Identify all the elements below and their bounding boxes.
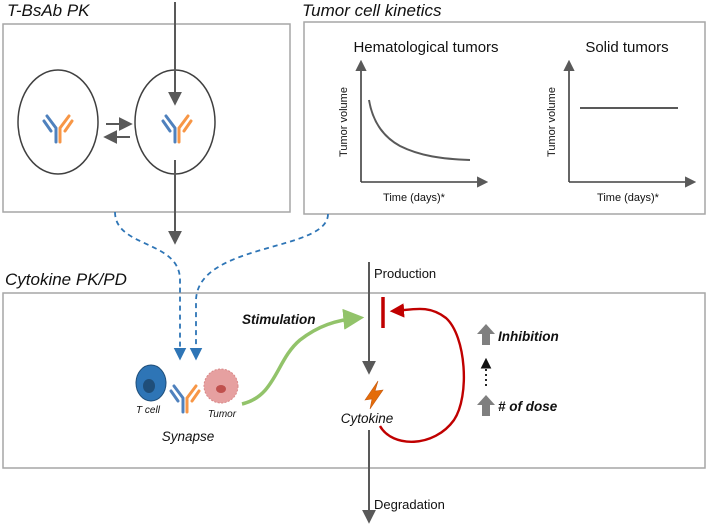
tumor-to-synapse-link: [189, 213, 329, 361]
tumor-cell-label: Tumor: [208, 409, 237, 420]
production-label: Production: [374, 266, 436, 281]
up-arrow-icon: [477, 324, 495, 345]
tumor-section-title: Tumor cell kinetics: [302, 1, 442, 20]
pk-box: [2, 23, 291, 213]
solid-x-label: Time (days)*: [597, 192, 660, 204]
stimulation-label: Stimulation: [242, 312, 316, 327]
antibody-icon: [161, 114, 193, 144]
stimulation-arrow: [241, 308, 365, 406]
cytokine-icon: [364, 380, 384, 410]
cytokine-section-title: Cytokine PK/PD: [5, 270, 127, 289]
antibody-icon: [42, 114, 74, 144]
feedback-inhibition-curve: [378, 303, 465, 443]
solid-plot-title: Solid tumors: [585, 39, 668, 56]
solid-y-label: Tumor volume: [546, 87, 558, 157]
up-arrow-icon: [477, 395, 495, 416]
synapse-antibody-icon: [169, 384, 201, 414]
pk-section-title: T-BsAb PK: [7, 1, 90, 20]
synapse-label: Synapse: [162, 429, 215, 444]
cytokine-box: [2, 292, 706, 469]
t-cell-icon: [135, 364, 167, 402]
tumor-cell-icon: [203, 368, 239, 404]
heme-plot-title: Hematological tumors: [353, 39, 498, 56]
cytokine-label: Cytokine: [341, 411, 394, 426]
t-cell-label: T cell: [136, 405, 161, 416]
heme-y-label: Tumor volume: [338, 87, 350, 157]
inhibition-label: Inhibition: [498, 329, 559, 344]
heme-decline-curve: [368, 99, 471, 161]
degradation-label: Degradation: [374, 497, 445, 512]
central-compartment: [17, 69, 99, 175]
num-dose-label: # of dose: [498, 399, 558, 414]
pk-to-synapse-link: [114, 211, 187, 361]
heme-x-label: Time (days)*: [383, 192, 446, 204]
tumor-kinetics-box: [303, 21, 706, 215]
